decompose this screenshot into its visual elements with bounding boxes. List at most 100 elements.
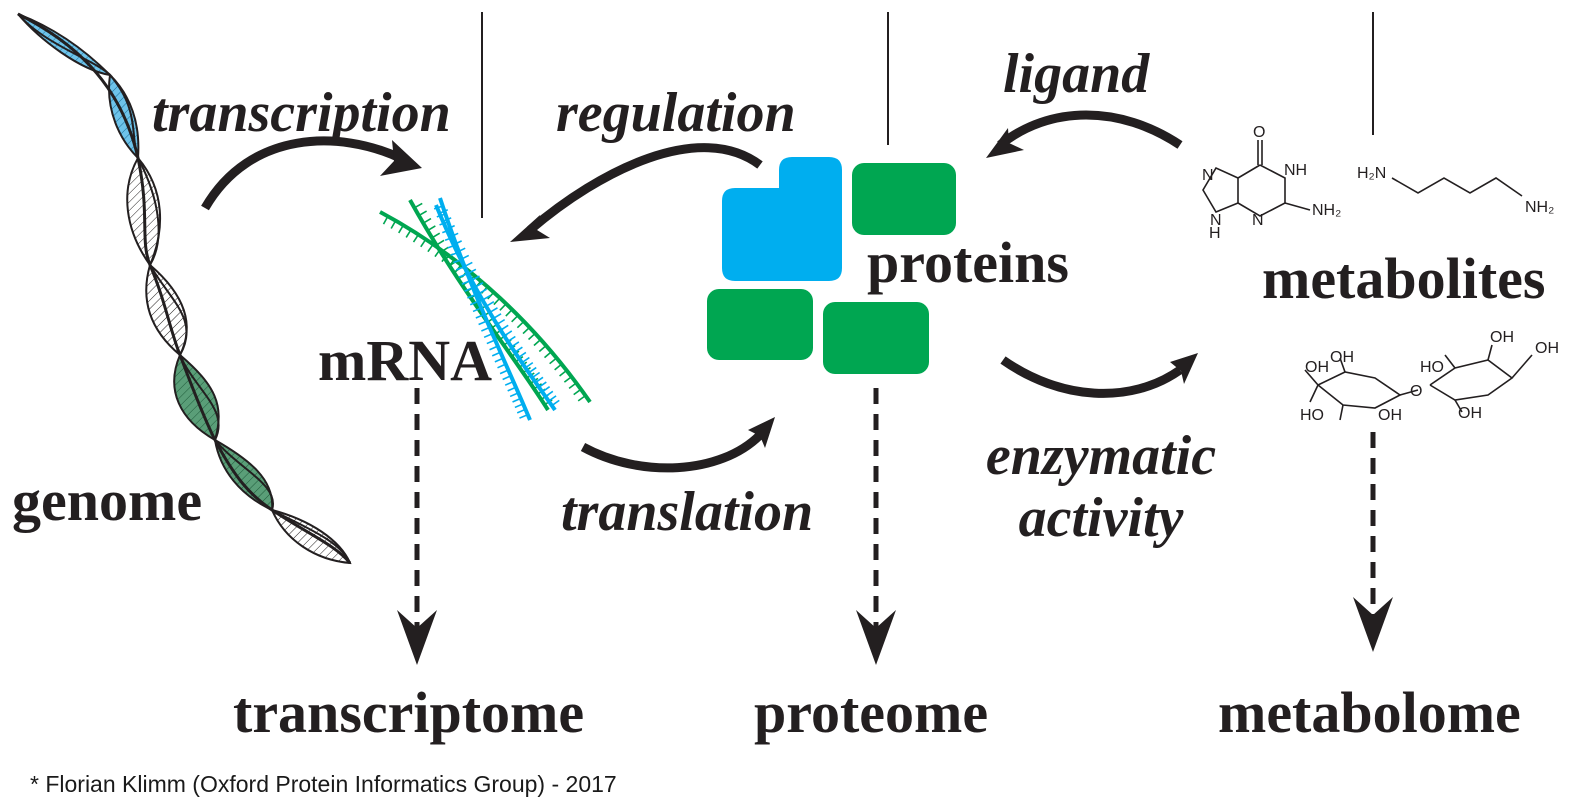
mrna-base-tick [439, 209, 449, 215]
mrna-base-tick [460, 254, 470, 261]
mrna-base-tick [522, 326, 531, 335]
mrna-base-tick [446, 224, 455, 231]
mrna-base-tick [442, 217, 452, 223]
mrna-base-tick [475, 313, 485, 319]
enzymatic-arrowhead [1170, 353, 1198, 384]
mrna-base-tick [461, 280, 471, 285]
mrna-base-tick [496, 318, 506, 326]
mrna-base-tick [516, 408, 526, 414]
mrna-base-tick [524, 361, 534, 369]
mrna-base-tick [538, 345, 547, 353]
mrna-base-tick [420, 238, 427, 248]
mrna-base-tick [458, 273, 468, 278]
mrna-base-tick [427, 243, 434, 253]
mrna-base-tick [427, 225, 436, 232]
enzymatic-label-line2: activity [1018, 487, 1184, 549]
mrna-base-tick [510, 341, 520, 348]
mrna-base-tick [535, 376, 544, 384]
arrowhead-metabolome [1353, 597, 1393, 652]
mrna-base-tick [489, 307, 498, 314]
metabolome-label: metabolome [1218, 680, 1521, 745]
regulation-arrow [527, 143, 763, 234]
mrna-base-tick [517, 351, 527, 359]
mrna-base-tick [489, 345, 499, 351]
guanine-nh2: NH₂ [1312, 202, 1341, 219]
mrna-base-tick [563, 376, 573, 383]
proteins-label: proteins [867, 230, 1069, 295]
ligand-arrowhead [986, 128, 1024, 158]
lactose-oh: OH [1305, 359, 1329, 376]
guanine-n-ring2: N [1210, 212, 1222, 229]
guanine-n: N [1202, 167, 1214, 184]
mrna-base-tick [481, 326, 490, 332]
mrna-base-tick [499, 303, 507, 311]
mrna-base-tick [577, 395, 586, 402]
mrna-base-tick [453, 240, 463, 246]
mrna-base-tick [507, 386, 517, 392]
transcription-arrow [201, 136, 402, 211]
mrna-base-tick [519, 413, 529, 419]
mrna-label: mRNA [318, 328, 492, 393]
mrna-base-tick [431, 232, 441, 239]
mrna-base-tick [531, 371, 541, 379]
lactose-oh: OH [1458, 405, 1482, 422]
mrna-base-tick [471, 275, 480, 282]
translation-label: translation [561, 481, 814, 543]
mrna-base-tick [485, 301, 495, 307]
mrna-base-tick [469, 300, 479, 306]
mrna-base-tick [497, 363, 507, 369]
mrna-base-tick [514, 403, 524, 409]
mrna-base-tick [516, 320, 525, 329]
protein-block-green [823, 302, 929, 374]
mrna-base-tick [548, 395, 557, 402]
guanine-n-ring: N [1252, 212, 1264, 229]
mrna-base-tick [509, 392, 519, 398]
mrna-base-tick [492, 313, 502, 320]
mrna-base-tick [463, 261, 473, 268]
lactose-ho: HO [1420, 359, 1444, 376]
mrna-base-tick [422, 217, 432, 224]
lactose-ho: HO [1300, 407, 1324, 424]
proteins-icon [707, 157, 956, 374]
translation-arrow [580, 431, 764, 473]
mrna-base-tick [543, 351, 552, 359]
mrna-base-tick [514, 346, 523, 353]
mrna-base-tick [494, 357, 504, 363]
lactose-oh: OH [1378, 407, 1402, 424]
lactose-oh: OH [1490, 329, 1514, 346]
mrna-base-tick [545, 390, 554, 398]
mrna-base-tick [502, 375, 512, 381]
measurement-arrows [397, 388, 1393, 665]
mrna-base-tick [478, 288, 488, 295]
credit-footnote: * Florian Klimm (Oxford Protein Informat… [30, 771, 617, 797]
protein-block-green [707, 289, 813, 360]
guanine-molecule-icon: O NH N H N N NH₂ [1202, 124, 1341, 242]
genome-label: genome [12, 468, 203, 533]
mrna-base-tick [440, 246, 449, 253]
mrna-base-tick [559, 369, 568, 377]
mrna-base-tick [482, 294, 491, 301]
mrna-base-tick [414, 202, 423, 209]
mrna-icon [379, 197, 592, 421]
mrna-base-tick [478, 320, 488, 326]
mrna-base-tick [503, 330, 513, 337]
lactose-o: O [1410, 383, 1422, 400]
arrowhead-transcriptome [397, 610, 437, 665]
mrna-base-tick [382, 215, 389, 225]
mrna-base-tick [405, 229, 412, 238]
dna-helix-icon [17, 12, 352, 565]
proteome-label: proteome [754, 680, 989, 745]
mrna-base-tick [507, 335, 516, 343]
mrna-base-tick [398, 224, 405, 234]
enzymatic-label-line1: enzymatic [985, 425, 1217, 487]
mrna-base-tick [528, 332, 536, 341]
mrna-base-tick [500, 324, 509, 331]
putrescine-h2n: H₂N [1357, 165, 1386, 182]
lactose-oh: OH [1535, 340, 1559, 357]
translation-arrowhead [748, 417, 775, 448]
mrna-base-tick [435, 239, 445, 246]
mrna-base-tick [551, 399, 560, 407]
mrna-base-tick [449, 232, 459, 238]
protein-block-blue [722, 157, 842, 281]
regulation-arrowhead [510, 215, 550, 242]
